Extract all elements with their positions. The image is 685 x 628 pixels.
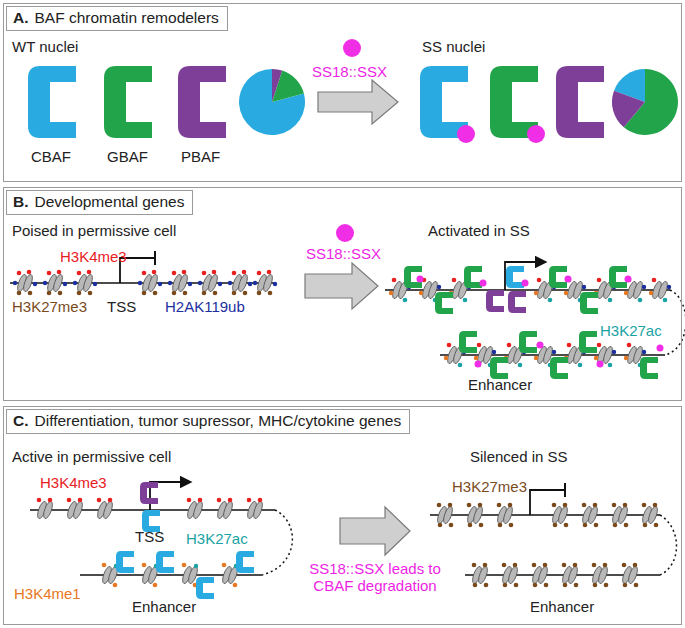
text-label: H3K27ac bbox=[186, 530, 248, 547]
baf-complexes-ss bbox=[420, 66, 678, 143]
panel-letter: B. bbox=[13, 193, 29, 210]
text-label: PBAF bbox=[181, 148, 220, 165]
panel-header: C. Differentiation, tumor supressor, MHC/… bbox=[6, 409, 410, 434]
panel-title: Differentiation, tumor supressor, MHC/cy… bbox=[35, 412, 402, 429]
text-label: Active in permissive cell bbox=[12, 448, 171, 465]
text-label: H3K27me3 bbox=[452, 478, 527, 495]
panel-header: B. Developmental genes bbox=[6, 190, 193, 215]
text-label: SS18::SSX bbox=[312, 63, 387, 80]
panel-box: B. Developmental genes bbox=[3, 187, 682, 401]
text-label: Enhancer bbox=[132, 598, 196, 615]
baf-complexes-wt bbox=[28, 66, 305, 138]
panel-letter: C. bbox=[13, 412, 29, 429]
text-label: TSS bbox=[107, 298, 136, 315]
text-label: SS nuclei bbox=[422, 38, 485, 55]
text-label: GBAF bbox=[107, 148, 148, 165]
panel-title: Developmental genes bbox=[35, 193, 185, 210]
text-label: H3K4me1 bbox=[14, 585, 81, 602]
text-label: H3K4me3 bbox=[40, 474, 107, 491]
text-label: Enhancer bbox=[468, 376, 532, 393]
text-label: WT nuclei bbox=[12, 38, 78, 55]
text-label: CBAF bbox=[31, 148, 71, 165]
panel-title: BAF chromatin remodelers bbox=[35, 9, 219, 26]
text-label: Silenced in SS bbox=[470, 448, 568, 465]
text-label: Enhancer bbox=[530, 598, 594, 615]
text-label: H3K27me3 bbox=[12, 298, 87, 315]
text-label: Poised in permissive cell bbox=[12, 222, 176, 239]
panel-header: A. BAF chromatin remodelers bbox=[6, 6, 228, 31]
text-label: H3K4me3 bbox=[60, 248, 127, 265]
text-label: SS18::SSX bbox=[306, 245, 381, 262]
text-label: Activated in SS bbox=[428, 222, 530, 239]
text-label: SS18::SSX leads to CBAF degradation bbox=[305, 560, 445, 595]
panel-letter: A. bbox=[13, 9, 29, 26]
text-label: TSS bbox=[135, 528, 164, 545]
panel-box: A. BAF chromatin remodelers bbox=[3, 3, 682, 182]
text-label: H2AK119ub bbox=[165, 298, 245, 315]
text-label: H3K27ac bbox=[600, 322, 662, 339]
